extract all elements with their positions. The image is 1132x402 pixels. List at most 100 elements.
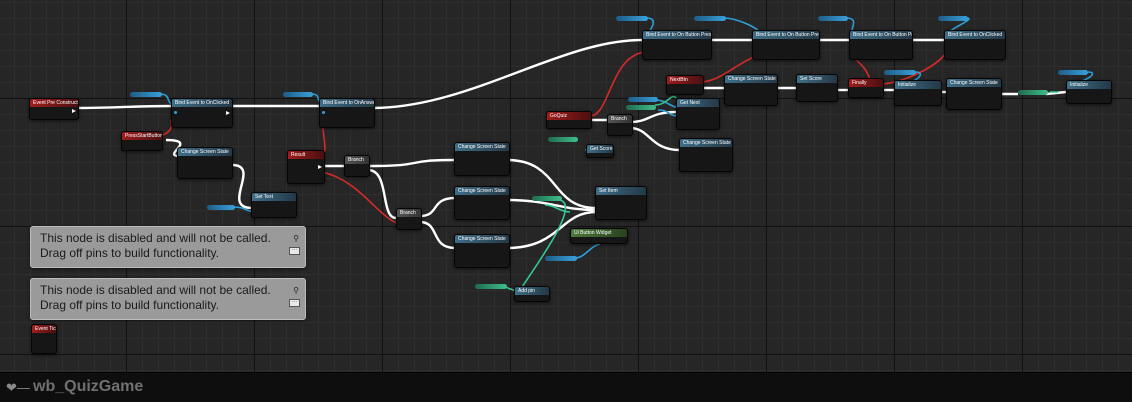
initialize-node[interactable]: Initialize [894, 80, 942, 106]
finally-event-node[interactable]: Finally [848, 78, 884, 98]
node-title: Add pin [515, 287, 549, 295]
set-text-node[interactable]: Set Text [251, 192, 297, 218]
change-screen-state-node[interactable]: Change Screen State [679, 138, 733, 172]
variable-getter[interactable] [626, 105, 656, 110]
node-title: Event Pre Construct [30, 99, 78, 107]
target-pin[interactable] [174, 111, 177, 114]
change-screen-state-node[interactable]: Change Screen State [724, 74, 778, 106]
get-next-node[interactable]: Get Next [676, 98, 720, 130]
node-title: Change Screen State [947, 79, 1001, 87]
node-title: GoQuiz [547, 112, 591, 120]
variable-getter[interactable] [938, 16, 968, 21]
bind-on-clicked-node[interactable]: Bind Event to OnClicked [171, 98, 233, 128]
variable-getter[interactable] [818, 16, 848, 21]
node-title: Get Score [587, 145, 613, 153]
variable-getter[interactable] [694, 16, 726, 21]
variable-getter[interactable] [1018, 90, 1048, 95]
node-title: Ui Button Widget [571, 229, 627, 237]
exec-out-pin[interactable] [72, 109, 76, 113]
branch-node[interactable]: Branch [607, 114, 633, 136]
branch-node[interactable]: Branch [396, 208, 422, 230]
variable-getter[interactable] [884, 70, 916, 75]
disabled-node-comment[interactable]: This node is disabled and will not be ca… [30, 278, 306, 320]
exec-wire [367, 158, 456, 168]
event-pre-construct-node[interactable]: Event Pre Construct [29, 98, 79, 120]
blueprint-title: wb_QuizGame [33, 378, 144, 395]
change-screen-state-node[interactable]: Change Screen State [946, 78, 1002, 110]
object-wire [657, 109, 679, 117]
exec-wire [629, 126, 681, 152]
branch-node[interactable]: Branch [344, 155, 370, 177]
node-title: Change Screen State [725, 75, 777, 83]
bind-on-button-pressed-node[interactable]: Bind Event to On Button Pressed [752, 30, 820, 60]
node-title: Branch [345, 156, 369, 164]
ui-button-widget-node[interactable]: Ui Button Widget [570, 228, 628, 244]
variable-getter[interactable] [548, 137, 578, 142]
variable-getter[interactable] [207, 205, 235, 210]
node-title: Bind Event to OnAnswer [320, 99, 374, 107]
pin-icon[interactable]: ⚲ [293, 286, 299, 295]
exec-wire [367, 168, 397, 220]
node-title: Branch [397, 209, 421, 217]
result-event-node[interactable]: Result [287, 150, 325, 184]
variable-getter[interactable] [475, 284, 507, 289]
int-wire [519, 199, 567, 291]
set-item-node[interactable]: Set Item [595, 186, 647, 220]
exec-wire [419, 220, 456, 250]
bind-on-button-pressed-node[interactable]: Bind Event to On Button Pressed [849, 30, 913, 60]
variable-getter[interactable] [616, 16, 648, 21]
exec-wire [75, 104, 173, 110]
node-title: Set Score [797, 75, 837, 83]
node-title: Result [288, 151, 324, 159]
bind-on-clicked-node[interactable]: Bind Event to OnClicked [944, 30, 1006, 60]
bind-on-button-pressed-node[interactable]: Bind Event to On Button Pressed [642, 30, 712, 60]
initialize-node[interactable]: Initialize [1066, 80, 1112, 104]
change-screen-state-node[interactable]: Change Screen State [177, 147, 233, 179]
variable-getter[interactable] [532, 196, 562, 201]
node-title: Bind Event to On Button Pressed [850, 31, 912, 39]
bind-on-answer-node[interactable]: Bind Event to OnAnswer [319, 98, 375, 128]
more-options-icon[interactable]: ··· [289, 247, 300, 255]
exec-out-pin[interactable] [226, 111, 230, 115]
node-title: Initialize [1067, 81, 1111, 89]
variable-getter[interactable] [283, 92, 313, 97]
exec-out-pin[interactable] [318, 165, 322, 169]
press-start-event-node[interactable]: PressStartButton [121, 131, 163, 151]
comment-text: Drag off pins to build functionality. [40, 246, 219, 260]
exec-wire [231, 163, 253, 210]
node-title: Branch [608, 115, 632, 123]
node-title: Change Screen State [455, 235, 509, 243]
change-screen-state-node[interactable]: Change Screen State [454, 234, 510, 268]
disabled-node-comment[interactable]: This node is disabled and will not be ca… [30, 226, 306, 268]
exec-wire [629, 110, 677, 124]
comment-text: This node is disabled and will not be ca… [40, 283, 271, 297]
get-score-node[interactable]: Get Score [586, 144, 614, 158]
node-title: Initialize [895, 81, 941, 89]
int-wire [654, 95, 677, 106]
variable-getter[interactable] [130, 92, 162, 97]
node-title: Bind Event to OnClicked [945, 31, 1005, 39]
int-wire [544, 204, 571, 213]
target-pin[interactable] [322, 111, 325, 114]
go-quiz-event-node[interactable]: GoQuiz [546, 111, 592, 129]
event-tick-node[interactable]: Event Tick [31, 324, 57, 354]
graph-tab-bar: ❤— wb_QuizGame [0, 372, 1132, 402]
object-wire [574, 243, 601, 259]
set-score-node[interactable]: Set Score [796, 74, 838, 102]
comment-text: Drag off pins to build functionality. [40, 298, 219, 312]
variable-getter[interactable] [628, 97, 658, 102]
pin-icon[interactable]: ⚲ [293, 234, 299, 243]
add-pin-node[interactable]: Add pin [514, 286, 550, 302]
node-title: Set Item [596, 187, 646, 195]
variable-getter[interactable] [545, 256, 577, 261]
change-screen-state-node[interactable]: Change Screen State [454, 186, 510, 220]
variable-getter[interactable] [1058, 70, 1088, 75]
node-title: Finally [849, 79, 883, 87]
more-options-icon[interactable]: ··· [289, 299, 300, 307]
next-btn-event-node[interactable]: NextBtn [666, 75, 704, 95]
exec-wire [419, 196, 456, 218]
node-title: Change Screen State [680, 139, 732, 147]
event-wire [879, 53, 946, 85]
change-screen-state-node[interactable]: Change Screen State [454, 142, 510, 176]
